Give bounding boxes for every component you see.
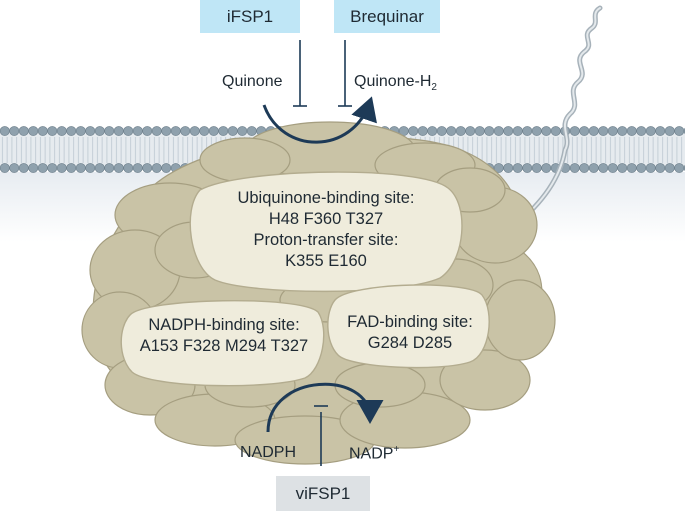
binding-sites [120, 171, 490, 387]
fad-site-patch [327, 284, 490, 369]
nadp-plus-label: NADP+ [349, 444, 400, 463]
nadph-label: NADPH [240, 444, 297, 461]
ifsp1-label: iFSP1 [226, 6, 274, 26]
fad-site-text: FAD-binding site: G284 D285 [330, 312, 490, 354]
vifsp1-inhibitor-box: viFSP1 [276, 476, 370, 511]
ubiquinone-site-text: Ubiquinone-binding site: H48 F360 T327 P… [206, 188, 446, 272]
fad-site-residues: G284 D285 [367, 334, 453, 352]
nadph-site-patch [120, 299, 325, 387]
ubiquinone-site-residues: H48 F360 T327 [268, 210, 384, 228]
nadph-site-title: NADPH-binding site: [148, 316, 300, 334]
ubiquinone-site-patch [189, 171, 463, 293]
quinone-reduction-arrow [262, 96, 377, 144]
brequinar-inhibitor-box: Brequinar [334, 0, 440, 33]
quinone-h2-label: Quinone-H2 [354, 73, 437, 94]
brequinar-label: Brequinar [350, 6, 424, 26]
inhibition-marks [293, 40, 352, 466]
nadph-site-residues: A153 F328 M294 T327 [139, 337, 309, 355]
nadph-oxidation-arrow [266, 382, 384, 433]
ifsp1-inhibitor-box: iFSP1 [200, 0, 300, 33]
fad-site-title: FAD-binding site: [347, 313, 473, 331]
proton-transfer-site-title: Proton-transfer site: [253, 231, 399, 249]
vifsp1-label: viFSP1 [295, 483, 351, 503]
ubiquinone-site-title: Ubiquinone-binding site: [237, 189, 415, 207]
proton-transfer-site-residues: K355 E160 [285, 252, 367, 270]
nadph-site-text: NADPH-binding site: A153 F328 M294 T327 [124, 315, 324, 357]
quinone-label: Quinone [222, 73, 283, 90]
